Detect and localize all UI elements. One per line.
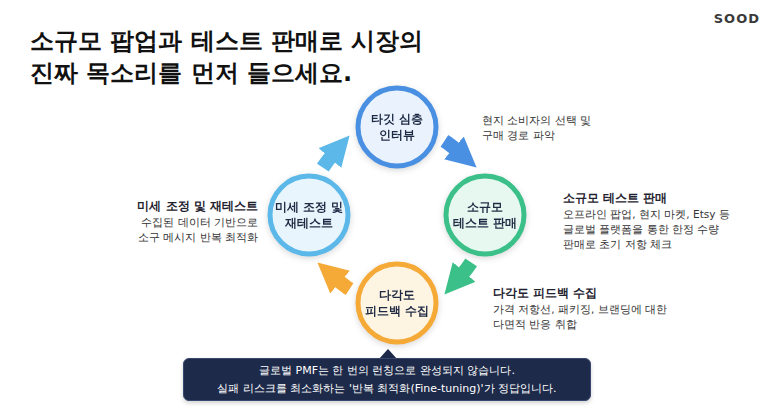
cycle-arrow <box>463 262 471 273</box>
step-name: 미세 조정 및 재테스트 <box>273 199 345 231</box>
circle-outline <box>355 85 439 169</box>
circle-outline <box>355 261 439 345</box>
cycle-arrow <box>444 141 455 149</box>
summary-banner: 글로벌 PMF는 한 번의 런칭으로 완성되지 않습니다.실패 리스크를 최소화… <box>183 358 591 401</box>
circle-outline <box>443 173 527 257</box>
step-name: 소규모 테스트 판매 <box>449 199 521 231</box>
step-note: 가격 저항선, 패키징, 브랜딩에 대한 다면적 반응 취합 <box>493 302 683 332</box>
circle-shape <box>270 176 348 254</box>
circle-shape <box>358 264 436 342</box>
cycle-step-circle: 다각도 피드백 수집 <box>355 261 439 345</box>
cycle-step-circle: 미세 조정 및 재테스트 <box>267 173 351 257</box>
cycle-step-circle: 소규모 테스트 판매 <box>443 173 527 257</box>
banner-text: 실패 리스크를 최소화하는 '반복 최적화(Fine-tuning)'가 정답입… <box>217 380 556 397</box>
slide-title: 소규모 팝업과 테스트 판매로 시장의 진짜 목소리를 먼저 들으세요. <box>30 26 428 89</box>
step-name: 다각도 피드백 수집 <box>361 287 433 319</box>
node-text-box: 글로벌 PMF는 한 번의 런칭으로 완성되지 않습니다.실패 리스크를 최소화… <box>184 359 590 400</box>
step-heading: 다각도 피드백 수집 <box>493 285 693 302</box>
step-heading: 미세 조정 및 재테스트 <box>80 198 258 215</box>
step-heading: 소규모 테스트 판매 <box>563 190 753 207</box>
cycle-step-circle: 타깃 심층 인터뷰 <box>355 85 439 169</box>
node-text-box: 다각도 피드백 수집 <box>355 261 439 345</box>
node-text-box: 타깃 심층 인터뷰 <box>355 85 439 169</box>
circle-outline <box>267 173 351 257</box>
node-text-box: 소규모 테스트 판매 <box>443 173 527 257</box>
step-note: 수집된 데이터 기반으로 소구 메시지 반복 최적화 <box>136 215 258 245</box>
cycle-arrow <box>323 157 331 168</box>
step-name: 타깃 심층 인터뷰 <box>361 111 433 143</box>
circle-shape <box>358 88 436 166</box>
cycle-arrow <box>339 281 350 289</box>
banner-text: 글로벌 PMF는 한 번의 런칭으로 완성되지 않습니다. <box>259 362 515 379</box>
step-note: 오프라인 팝업, 현지 마켓, Etsy 등 글로벌 플랫폼을 통한 한정 수량… <box>563 207 748 253</box>
step-note: 현지 소비자의 선택 및 구매 경로 파악 <box>482 113 600 143</box>
circle-shape <box>446 176 524 254</box>
brand-mark: SOOD <box>690 10 760 29</box>
node-text-box: 미세 조정 및 재테스트 <box>267 173 351 257</box>
